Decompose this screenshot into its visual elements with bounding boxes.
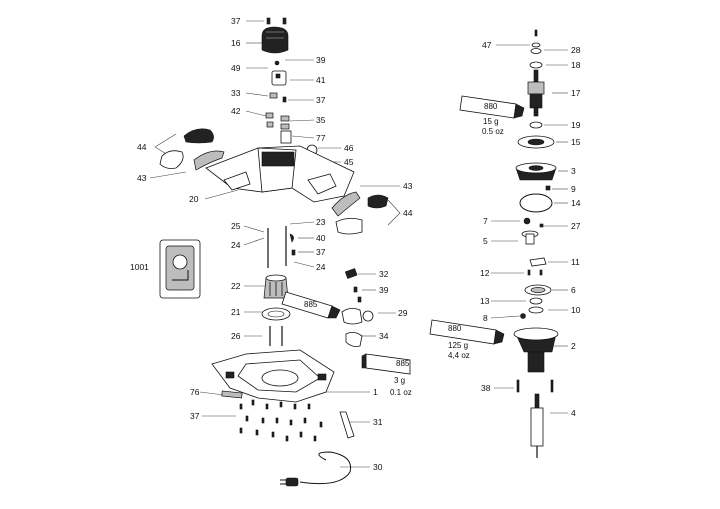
callout-number: 14	[571, 198, 581, 208]
grease-tube-ounces: 4,4 oz	[448, 351, 470, 360]
screw-part	[266, 17, 287, 25]
grease-tube-code: 880	[484, 102, 498, 111]
callout-number: 24	[231, 240, 241, 250]
grease-tube-2: 885	[281, 291, 341, 319]
callout-number: 16	[231, 38, 241, 48]
gear-head-part	[513, 327, 559, 373]
callout-number: 25	[231, 221, 241, 231]
callout-number: 11	[571, 257, 580, 267]
sleeve-part	[339, 411, 355, 439]
parts-right-assembly	[513, 29, 559, 458]
callout-number: 6	[571, 285, 576, 295]
callout-number: 35	[316, 115, 326, 125]
callout-number: 37	[316, 247, 326, 257]
callout-number: 15	[571, 137, 581, 147]
callout-number: 39	[316, 55, 326, 65]
leader-lines	[149, 20, 568, 468]
callout-number: 40	[316, 233, 326, 243]
callout-number: 44	[137, 142, 147, 152]
callout-number: 37	[316, 95, 326, 105]
callout-number: 31	[373, 417, 383, 427]
callout-number: 37	[190, 411, 200, 421]
spindle-part	[521, 230, 539, 245]
callout-number: 4	[571, 408, 576, 418]
grease-tube-code: 885	[304, 300, 318, 309]
callout-number: 28	[571, 45, 581, 55]
callout-number: 47	[482, 40, 492, 50]
callout-number: 39	[379, 285, 389, 295]
callout-number: 43	[403, 181, 413, 191]
grease-tube-amount: 3 g	[394, 376, 405, 385]
base-plate-part	[211, 349, 335, 403]
grease-tube-amount: 125 g	[448, 341, 468, 350]
callout-number: 34	[379, 331, 389, 341]
label-plate-part	[280, 130, 292, 144]
callout-number: 20	[189, 194, 199, 204]
grease-tube-amount: 15 g	[483, 117, 499, 126]
housing-part	[205, 145, 355, 203]
callout-number: 18	[571, 60, 581, 70]
handle-right-part	[331, 191, 389, 235]
grease-tube-code: 885	[396, 359, 410, 368]
callout-number: 8	[483, 313, 488, 323]
callout-number: 24	[316, 262, 326, 272]
callout-number: 45	[344, 157, 354, 167]
callout-number: 49	[231, 63, 241, 73]
callout-number: 12	[480, 268, 490, 278]
callout-number: 17	[571, 88, 581, 98]
motor-stator-part	[263, 274, 289, 299]
connector-part	[345, 332, 363, 347]
callout-number: 13	[480, 296, 490, 306]
callout-number: 21	[231, 307, 241, 317]
callout-number: 27	[571, 221, 581, 231]
callout-number: 10	[571, 305, 581, 315]
callout-number: 29	[398, 308, 408, 318]
gear-housing-part	[515, 162, 557, 181]
callout-number: 32	[379, 269, 389, 279]
callout-number: 1001	[130, 262, 149, 272]
spacer-bar-part	[221, 390, 243, 399]
screw-field	[239, 399, 323, 442]
grease-tube-3: 885 3 g 0.1 oz	[361, 353, 412, 397]
callout-number: 33	[231, 88, 241, 98]
callout-number: 41	[316, 75, 326, 85]
grease-tube-code: 880	[448, 324, 462, 333]
callout-labels: 37 16 39 49 41 33 37 42 35 77 44 46 45 4…	[130, 16, 581, 472]
callout-number: 77	[316, 133, 326, 143]
callout-number: 3	[571, 166, 576, 176]
decal-card-part	[159, 239, 201, 299]
callout-number: 30	[373, 462, 383, 472]
callout-number: 37	[231, 16, 241, 26]
callout-number: 19	[571, 120, 581, 130]
callout-number: 42	[231, 106, 241, 116]
callout-number: 46	[344, 143, 354, 153]
callout-number: 76	[190, 387, 200, 397]
armature-part	[527, 69, 545, 117]
motor-cap-part	[261, 26, 289, 54]
grease-tube-ounces: 0.1 oz	[390, 388, 412, 397]
callout-number: 44	[403, 208, 413, 218]
handle-left-part	[159, 128, 225, 171]
grease-tube-4: 880 125 g 4,4 oz	[429, 319, 505, 360]
callout-number: 7	[483, 216, 488, 226]
callout-number: 9	[571, 184, 576, 194]
grease-tube-1: 880 15 g 0.5 oz	[459, 95, 525, 136]
callout-number: 38	[481, 383, 491, 393]
callout-number: 5	[483, 236, 488, 246]
callout-number: 2	[571, 341, 576, 351]
callout-number: 23	[316, 217, 326, 227]
callout-number: 43	[137, 173, 147, 183]
power-cord-part	[280, 451, 352, 487]
callout-number: 22	[231, 281, 241, 291]
grease-tube-ounces: 0.5 oz	[482, 127, 504, 136]
parts-left-assembly	[159, 17, 389, 487]
callout-number: 1	[373, 387, 378, 397]
drive-shaft-part	[530, 393, 544, 458]
callout-number: 26	[231, 331, 241, 341]
fan-part	[517, 135, 555, 149]
